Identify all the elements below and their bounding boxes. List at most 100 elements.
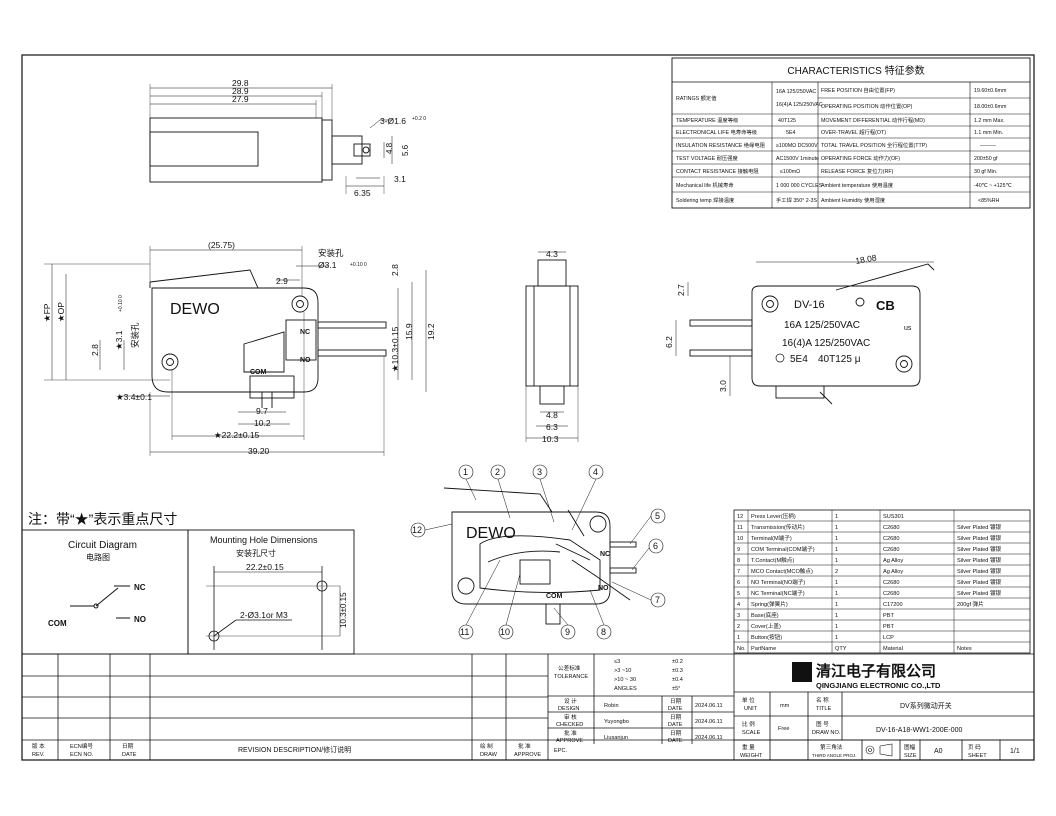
sheet-cn: 页 码 <box>968 743 981 751</box>
bom-cell: Silver Plated 镀银 <box>957 578 1002 586</box>
bom-cell: Silver Plated 镀银 <box>957 545 1002 553</box>
callout-9: 9 <box>565 627 570 637</box>
ecn-cn: ECN编号 <box>70 742 93 750</box>
exploded-com: COM <box>546 593 563 600</box>
bom-cell: 1 <box>835 547 838 553</box>
mount-title-cn: 安装孔尺寸 <box>236 548 276 558</box>
char-right-value: 1.2 mm Max. <box>974 118 1005 124</box>
bom-cell: 2 <box>835 569 838 575</box>
dim-103: 10.3 <box>542 434 559 444</box>
exploded-callouts: 1 2 3 4 5 6 7 8 9 10 11 12 DEWO NC NO CO… <box>410 464 666 640</box>
char-right-value: 30 gf Min. <box>974 169 997 175</box>
bom-cell: Silver Plated 镀银 <box>957 589 1002 597</box>
revision-description: REVISION DESCRIPTION/修订说明 <box>238 745 351 754</box>
rating-2: 16(4)A 125/250VAC <box>782 338 870 349</box>
dim-43: 4.3 <box>546 249 558 259</box>
char-right-value: 1.1 mm Min. <box>974 130 1003 136</box>
tol-range-2: >3 ~10 <box>614 668 631 674</box>
draw-en: DRAW <box>480 752 498 758</box>
bom-header-cell: No. <box>737 646 746 652</box>
checker: Yuyongbo <box>604 719 629 725</box>
design-en: DESIGN <box>558 706 579 712</box>
exploded-view <box>443 487 637 625</box>
rev-en: REV. <box>32 752 45 758</box>
dim-hole: Ø3.1 <box>318 260 337 270</box>
char-right-label: OVER-TRAVEL 超行程(OT) <box>821 128 886 136</box>
bom-cell: 9 <box>737 547 740 553</box>
bom-cell: 1 <box>835 591 838 597</box>
char-right-value: ——— <box>980 143 997 149</box>
com-label: COM <box>250 369 267 376</box>
char-left-value: 5E4 <box>786 130 795 136</box>
bom-cell: COM Terminal(COM端子) <box>751 545 815 553</box>
char-right-label: OPERATING FORCE 动作力(OF) <box>821 154 900 162</box>
bom-header-cell: Material <box>883 646 903 652</box>
bom-cell: MCO Contact(MCO触点) <box>751 567 813 575</box>
date-2: 2024.06.11 <box>695 719 723 725</box>
design-cn: 设 计 <box>564 697 577 705</box>
char-left-label: Soldering temp 焊接温度 <box>676 196 735 204</box>
tol-value-4: ±5° <box>672 686 680 692</box>
mount-d-103: 10.3±0.15 <box>339 592 348 628</box>
callout-3: 3 <box>537 467 542 477</box>
bom-cell: 12 <box>737 514 743 520</box>
char-left-value: 16A 125/250VAC <box>776 89 816 95</box>
char-left-label: TEMPERATURE 温度等级 <box>676 116 739 124</box>
bom-cell: NC Terminal(NC端子) <box>751 589 805 597</box>
weight-cn: 重 量 <box>742 743 755 751</box>
bom-cell: C2680 <box>883 536 899 542</box>
bom-cell: 11 <box>737 525 743 531</box>
side-view <box>525 251 579 442</box>
bom-cell: T.Contact(M触点) <box>751 556 794 564</box>
mount-holes: 2-Ø3.1or M3 <box>240 610 288 620</box>
bom-cell: 1 <box>737 635 740 641</box>
char-right-label: MOVEMENT DIFFERENTIAL 动作行程(MD) <box>821 116 925 124</box>
exploded-brand: DEWO <box>466 525 516 542</box>
bom-cell: Press Lever(压柄) <box>751 512 796 520</box>
ul-us: us <box>904 325 912 332</box>
tol-value-2: ±0.3 <box>672 668 683 674</box>
char-right-label: TOTAL TRAVEL POSITION 全行程位置(TTP) <box>821 141 927 149</box>
dim-fp: ★FP <box>42 303 52 322</box>
circuit-no: NO <box>134 615 146 624</box>
bom-cell: Terminal(M端子) <box>751 534 792 542</box>
bom-cell: 1 <box>835 558 838 564</box>
bom-cell: C2680 <box>883 580 899 586</box>
char-left-value: 手工焊 350° 2-3S <box>776 196 817 204</box>
dim-635: 6.35 <box>354 188 371 198</box>
bom-cell: NO Terminal(NO端子) <box>751 578 805 586</box>
draw-number: DV-16-A18-WW1-200E-000 <box>876 727 962 734</box>
sheet-border <box>21 54 1035 761</box>
bom-cell: 1 <box>835 635 838 641</box>
dim-103: ★10.3±0.15 <box>390 326 400 372</box>
key-dim-note: 注：带“★”表示重点尺寸 <box>28 511 177 527</box>
company-logo <box>792 662 812 682</box>
char-right-value: <85%RH <box>978 198 1000 204</box>
date-cn-3: 日期 <box>670 730 682 737</box>
char-right-label: OPERATING POSITION 动作位置(OP) <box>821 102 913 110</box>
hole-label: 安装孔 <box>130 322 140 348</box>
date-en-3: DATE <box>668 738 683 744</box>
circuit-nc: NC <box>134 583 146 592</box>
dim-30: 3.0 <box>718 380 728 392</box>
sheet-en: SHEET <box>968 753 987 759</box>
dim-2575: (25.75) <box>208 240 235 250</box>
char-left-label: RATINGS 额定值 <box>676 94 717 102</box>
drawno-cn: 图 号 <box>816 720 829 728</box>
char-right-value: 200±50 gf <box>974 156 998 162</box>
company-cn: 清江电子有限公司 <box>816 662 936 680</box>
tol-value-3: ±0.4 <box>672 677 683 683</box>
bom-cell: 1 <box>835 536 838 542</box>
characteristics-title: CHARACTERISTICS 特征参数 <box>787 64 924 77</box>
char-right-value: -40℃ ~ +125℃ <box>974 183 1012 189</box>
circuit-title-en: Circuit Diagram <box>68 540 137 551</box>
dim-48: 4.8 <box>546 410 558 420</box>
exploded-no: NO <box>598 585 609 592</box>
tol-value-1: ±0.2 <box>672 659 683 665</box>
projection-symbol-icon <box>865 743 893 757</box>
bom-cell: 1 <box>835 624 838 630</box>
tol-range-1: ≤3 <box>614 659 620 665</box>
char-left-label: CONTACT RESISTANCE 接触电阻 <box>676 167 759 175</box>
scale-cn: 比 例 <box>742 720 755 728</box>
back-view <box>675 261 935 405</box>
